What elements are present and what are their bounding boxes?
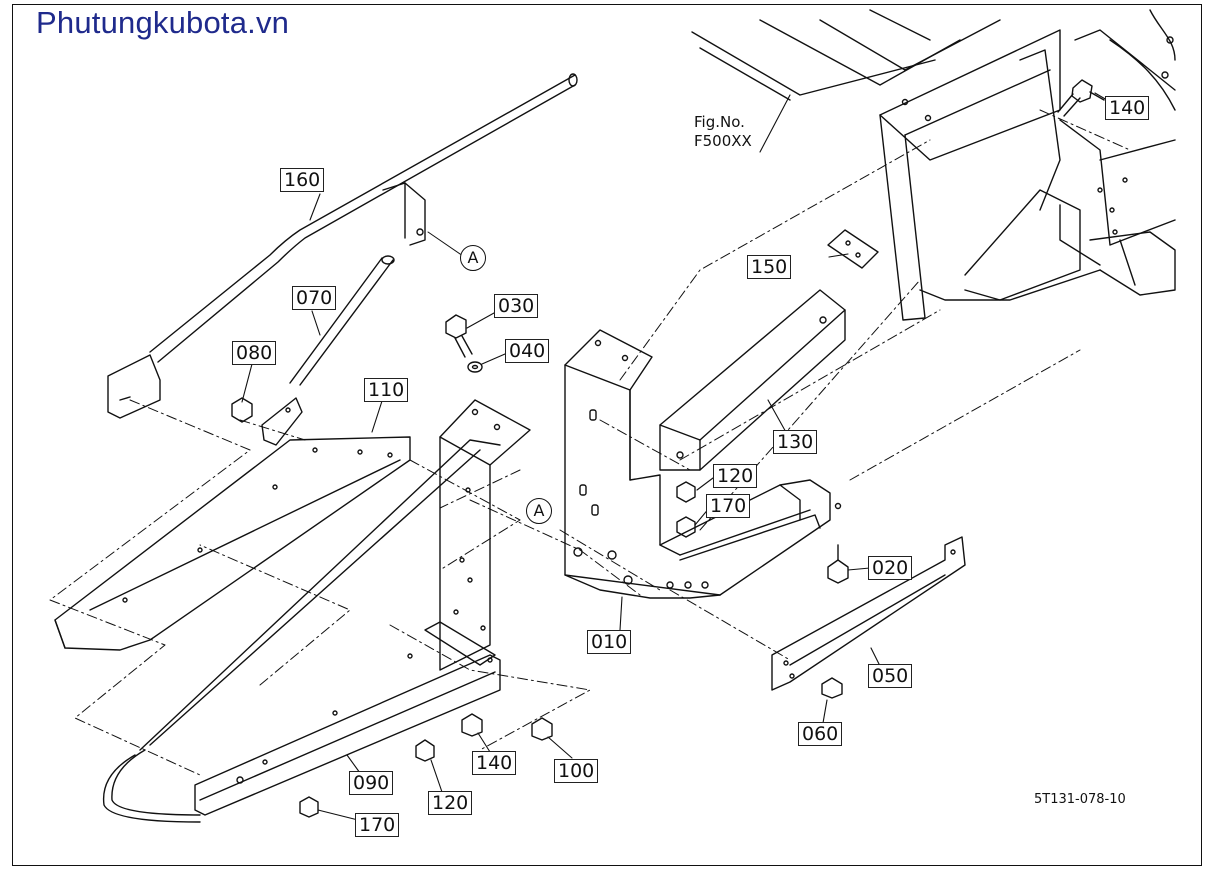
callout-part-170-upper[interactable]: 170 [706, 494, 751, 518]
part-070-rod [261, 255, 395, 446]
part-130-block [659, 289, 846, 471]
part-150-plate [827, 229, 879, 269]
callout-part-070[interactable]: 070 [292, 286, 337, 310]
part-160-rail [107, 73, 578, 419]
nut-080-icon [231, 397, 253, 423]
callout-part-040[interactable]: 040 [505, 339, 550, 363]
part-050-strap [771, 536, 966, 691]
callout-part-140-lower[interactable]: 140 [472, 751, 517, 775]
callout-part-150[interactable]: 150 [747, 255, 792, 279]
callout-part-140-upper[interactable]: 140 [1105, 96, 1150, 120]
part-090-lower-frame [102, 439, 501, 823]
part-090-upright [424, 399, 531, 671]
part-110-side-plate [54, 436, 411, 651]
part-010-main-bracket [564, 329, 842, 599]
reference-mark-a-upper: A [460, 245, 486, 271]
callout-part-030[interactable]: 030 [494, 294, 539, 318]
callout-part-170-lower[interactable]: 170 [355, 813, 400, 837]
callout-part-060[interactable]: 060 [798, 722, 843, 746]
figure-reference-number: F500XX [694, 132, 752, 150]
callout-part-160[interactable]: 160 [280, 168, 325, 192]
callout-part-050[interactable]: 050 [868, 664, 913, 688]
bolt-140-upper-icon [1057, 79, 1105, 117]
site-watermark: Phutungkubota.vn [36, 5, 290, 40]
alignment-lines [49, 109, 1131, 776]
drawing-number: 5T131-078-10 [1034, 792, 1126, 807]
callout-part-020[interactable]: 020 [868, 556, 913, 580]
fastener-icons [299, 481, 849, 818]
callout-part-130[interactable]: 130 [773, 430, 818, 454]
figure-reference: Fig.No. F500XX [694, 113, 752, 151]
washer-040-icon [467, 361, 483, 373]
figure-reference-label: Fig.No. [694, 113, 745, 131]
callout-part-090[interactable]: 090 [349, 771, 394, 795]
callout-part-100[interactable]: 100 [554, 759, 599, 783]
callout-part-120-lower[interactable]: 120 [428, 791, 473, 815]
callout-part-080[interactable]: 080 [232, 341, 277, 365]
callout-part-010[interactable]: 010 [587, 630, 632, 654]
reference-mark-a-lower: A [526, 498, 552, 524]
main-frame-structure [691, 9, 1176, 321]
callout-part-120-upper[interactable]: 120 [713, 464, 758, 488]
callout-part-110[interactable]: 110 [364, 378, 409, 402]
leader-lines [241, 92, 1108, 821]
bolt-030-icon [445, 314, 473, 358]
drawing-frame [12, 4, 1202, 866]
